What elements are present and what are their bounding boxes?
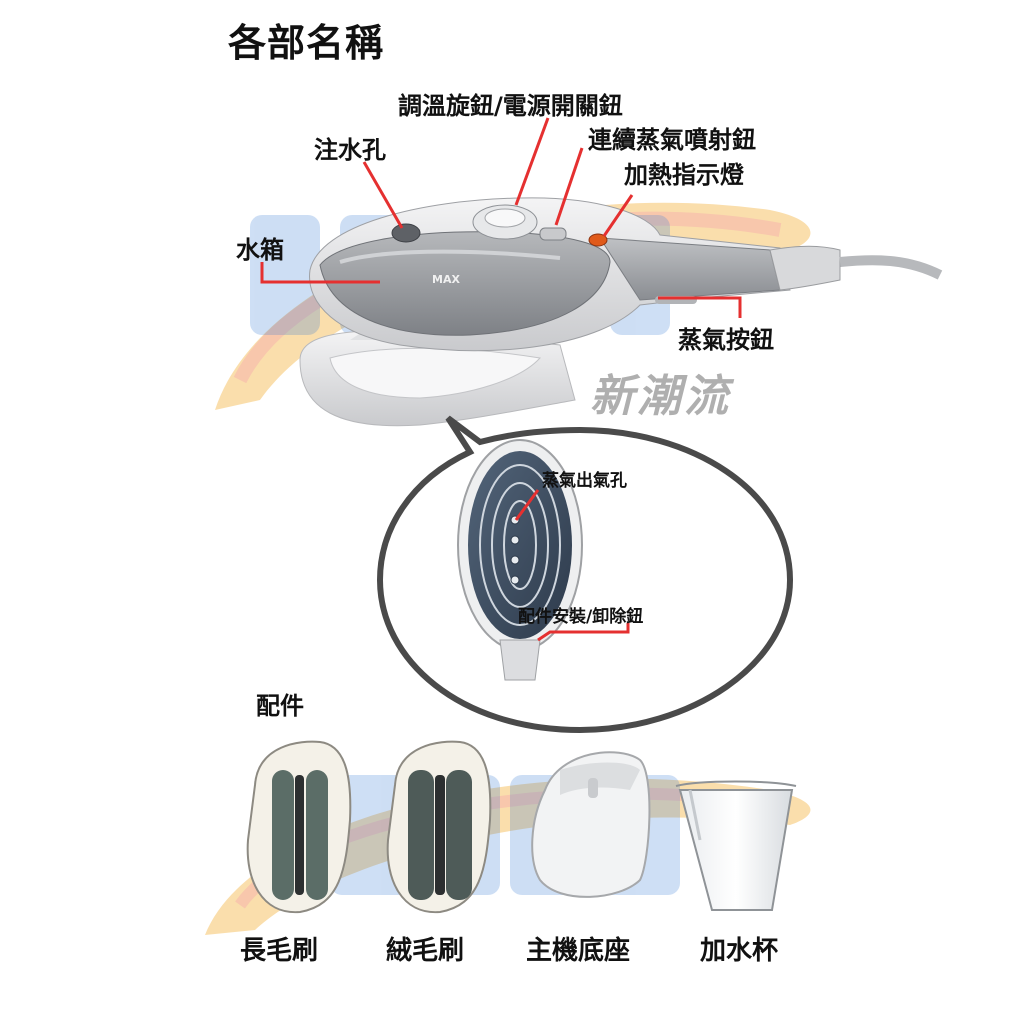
- max-mark: MAX: [432, 273, 460, 286]
- accessory-water-cup: [675, 780, 797, 911]
- accessory-label-velvet-brush: 絨毛刷: [386, 936, 465, 966]
- label-steam-outlet: 蒸氣出氣孔: [542, 471, 627, 491]
- label-heat-light: 加熱指示燈: [624, 161, 744, 189]
- label-fill-hole: 注水孔: [314, 136, 386, 164]
- detail-bubble: [376, 415, 794, 734]
- accessory-label-long-brush: 長毛刷: [240, 936, 319, 966]
- accessories-heading: 配件: [256, 692, 304, 720]
- label-temp-knob: 調溫旋鈕/電源開關鈕: [398, 92, 623, 120]
- steamer-illustration: [299, 197, 943, 427]
- page-title: 各部名稱: [228, 21, 385, 65]
- accessory-velvet-brush: [386, 740, 492, 914]
- label-steam-button: 蒸氣按鈕: [678, 326, 774, 354]
- label-water-tank: 水箱: [236, 236, 284, 264]
- accessory-label-base: 主機底座: [526, 936, 631, 966]
- leader-lines: [260, 117, 742, 642]
- accessory-base: [531, 751, 651, 898]
- label-continuous-steam: 連續蒸氣噴射鈕: [588, 126, 756, 154]
- label-release-button: 配件安裝/卸除鈕: [518, 607, 644, 627]
- accessory-long-brush: [246, 740, 352, 914]
- watermark-text: 新潮流: [590, 371, 731, 422]
- accessory-label-water-cup: 加水杯: [700, 936, 779, 966]
